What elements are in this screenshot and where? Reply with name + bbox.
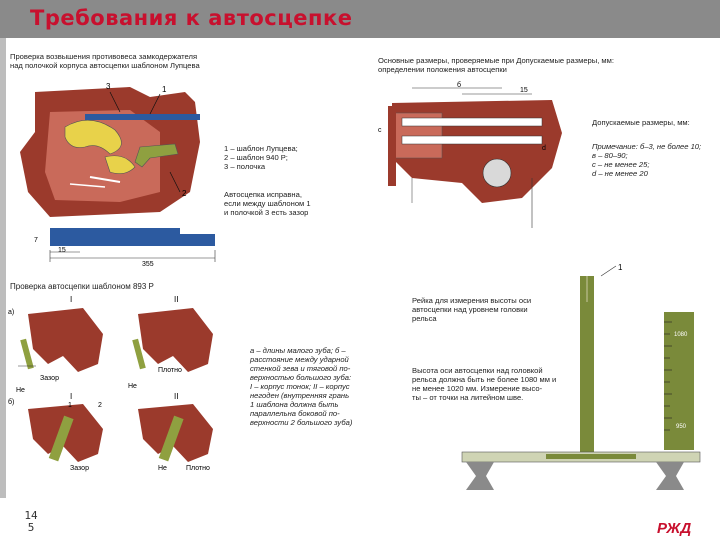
- coupler-luptsev-drawing: 3 1 2: [20, 82, 200, 217]
- dim-line-3: с – не менее 25;: [592, 160, 650, 169]
- gauge-title-3: рельса: [412, 314, 437, 323]
- panel-tl-caption-1: Проверка возвышения противовеса замкодер…: [10, 52, 198, 61]
- gauge-title-1: Рейка для измерения высоты оси: [412, 296, 532, 305]
- note-line-2: если между шаблоном 1: [224, 199, 311, 208]
- dim-line-2: в – 80–90;: [592, 151, 628, 160]
- dim-7: 7: [34, 237, 38, 244]
- gauge-title-2: автосцепки над уровнем головки: [412, 305, 528, 314]
- gauge-body-3: не менее 1020 мм. Измерение высо-: [412, 384, 543, 393]
- coupler-b-2: Не Плотно: [138, 404, 213, 472]
- panel-tr-caption-2: определении положения автосцепки: [378, 65, 507, 74]
- gauge-body-2: рельса должна быть не более 1080 мм и: [412, 375, 557, 384]
- desc-5: I – корпус тонок; II – корпус: [250, 382, 350, 391]
- scale-ticks: [664, 321, 672, 431]
- coupler-a-2: Плотно Не: [128, 308, 213, 390]
- slide-title: Требования к автосцепке: [30, 6, 353, 30]
- label-plotno-1: Плотно: [158, 367, 182, 374]
- desc-6: негоден (внутренняя грань: [250, 391, 350, 400]
- gauge-label-1: 1: [618, 263, 623, 272]
- slide-page-number: 14 5: [16, 510, 46, 534]
- note-line-3: и полочкой 3 есть зазор: [224, 208, 309, 217]
- lock-counterweight: [104, 155, 136, 174]
- coupler-b-1: 1 2 Зазор: [28, 402, 103, 472]
- label-3: 3: [106, 82, 111, 91]
- dim-line-1: Примечание: б–3, не более 10;: [592, 142, 702, 151]
- rail-left: [466, 462, 494, 490]
- legend-shelf: 3 – полочка: [224, 162, 266, 171]
- roman-2-bottom: II: [174, 392, 178, 401]
- label-ne-3: Не: [158, 465, 167, 472]
- page-number-line1: 14: [24, 509, 38, 522]
- dim-line-4: d – не менее 20: [592, 169, 648, 178]
- label-b: б: [457, 81, 461, 89]
- legend-luptsev: 1 – шаблон Лупцева;: [224, 144, 298, 153]
- template-940r: [134, 143, 179, 168]
- desc-7: 1 шаблона должна быть: [250, 400, 339, 409]
- rail-right: [656, 462, 684, 490]
- luptsev-template: [85, 114, 200, 120]
- luptsev-template-profile: 15 355 7: [34, 228, 216, 267]
- legend-940r: 2 – шаблон 940 Р;: [224, 153, 288, 162]
- panel-tl-caption-2: над полочкой корпуса автосцепки шаблоном…: [10, 61, 200, 70]
- template-893r-drawings: а) б) I II Зазор Не Плотно Не I II 1 2 З…: [8, 295, 213, 472]
- scale-bottom-label: 950: [676, 424, 687, 430]
- template-profile-bar: [50, 228, 215, 246]
- dims-heading: Допускаемые размеры, мм:: [592, 118, 690, 127]
- desc-9: верхности 2 большого зуба): [250, 418, 353, 427]
- coupler-head-circle: [482, 158, 512, 188]
- note-line-1: Автосцепка исправна,: [224, 190, 302, 199]
- label-1: 1: [162, 85, 167, 94]
- left-accent-stripe: [0, 38, 6, 498]
- desc-1: а – длины малого зуба; б –: [250, 346, 346, 355]
- page-number-line2: 5: [27, 521, 35, 534]
- label-2: 2: [182, 189, 187, 198]
- rzd-logo-icon: РЖД: [657, 520, 691, 536]
- label-15: 15: [520, 87, 528, 94]
- label-c: с: [378, 127, 382, 134]
- label-num1-1: 1: [68, 402, 72, 409]
- dim-355: 355: [142, 261, 154, 267]
- roman-2-top: II: [174, 295, 178, 304]
- label-zazor-1: Зазор: [40, 375, 59, 382]
- roman-1-top: I: [70, 295, 72, 304]
- desc-8: параллельна боковой по-: [250, 409, 340, 418]
- label-a: а): [8, 309, 14, 316]
- lock-holder: [64, 119, 122, 155]
- height-gauge-drawing: 1080 950 1: [461, 263, 701, 490]
- desc-2: расстояние между ударной: [250, 355, 349, 364]
- gauge-body-4: ты – от точки на литейном шве.: [412, 393, 524, 402]
- label-ne-1: Не: [16, 387, 25, 394]
- panel-bl-caption: Проверка автосцепки шаблоном 893 Р: [10, 282, 154, 291]
- roman-1-bottom: I: [70, 392, 72, 401]
- label-b: б): [8, 398, 14, 406]
- gauge-rod: [580, 276, 594, 456]
- panel-tr-caption-1: Основные размеры, проверяемые при Допуск…: [378, 56, 614, 65]
- label-d: d: [542, 145, 546, 152]
- coupler-a-1: Зазор Не: [16, 308, 103, 394]
- label-zazor-2: Зазор: [70, 465, 89, 472]
- dim-15: 15: [58, 247, 66, 254]
- desc-4: верхностью большого зуба:: [250, 373, 352, 382]
- gauge-body-1: Высота оси автосцепки над головкой: [412, 366, 543, 375]
- scale-top-label: 1080: [674, 332, 688, 338]
- label-plotno-2: Плотно: [186, 465, 210, 472]
- desc-3: стенкой зева и тяговой по-: [250, 364, 351, 373]
- slide-header: Требования к автосцепке: [0, 0, 720, 38]
- label-num2-1: 2: [98, 402, 102, 409]
- gauge-scale-bar: [664, 312, 694, 450]
- label-ne-2: Не: [128, 383, 137, 390]
- coupler-side-drawing: б 15 с d: [378, 81, 562, 228]
- svg-text:РЖД: РЖД: [657, 520, 691, 536]
